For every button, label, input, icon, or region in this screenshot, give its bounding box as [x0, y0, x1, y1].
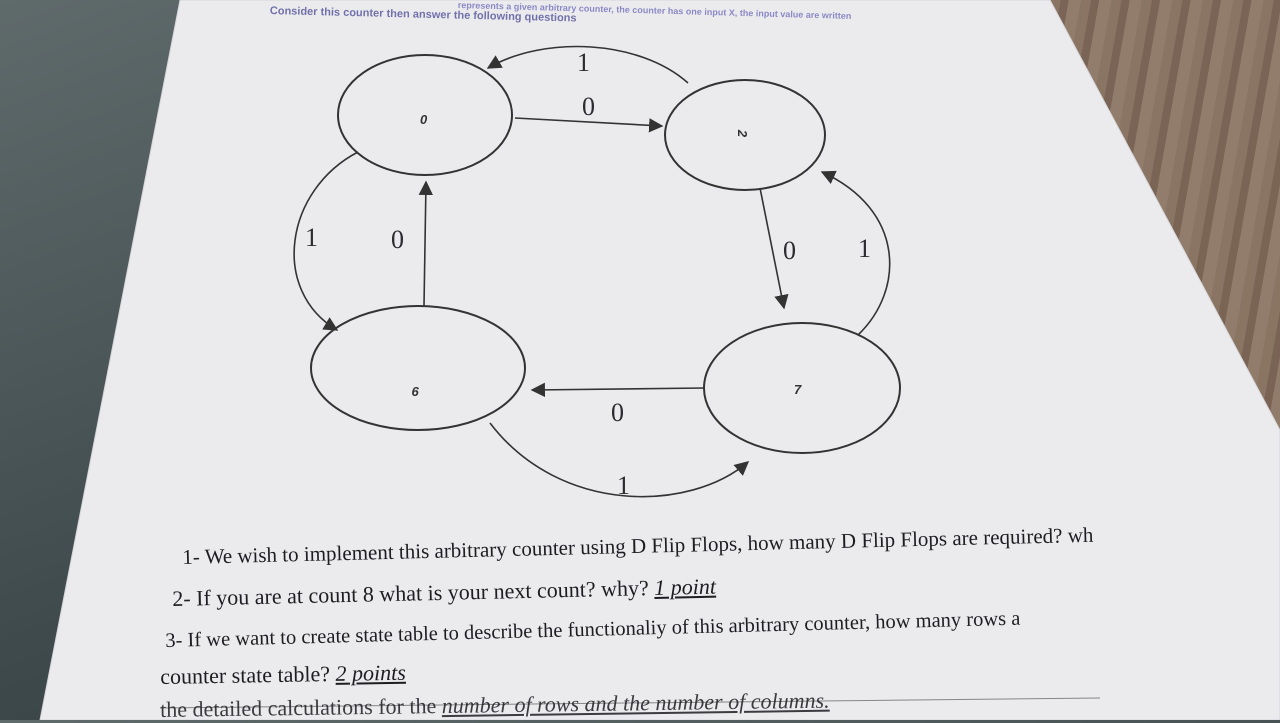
state-label-9: 9	[412, 384, 420, 399]
edge-label-left-inner: 0	[391, 225, 404, 254]
edge-9-to-0	[418, 180, 433, 307]
edge-label-top-inner: 0	[582, 92, 595, 121]
state-label-0: 0	[420, 112, 428, 127]
edge-7-to-2	[820, 170, 891, 336]
question-3-line-2: counter state table? 2 points	[160, 660, 406, 690]
edge-label-top-outer: 1	[577, 48, 590, 77]
edge-label-bottom-outer: 1	[617, 471, 630, 500]
edge-label-bottom-inner: 0	[611, 398, 624, 427]
state-9-circle	[310, 305, 526, 431]
paper-surface	[40, 0, 1280, 720]
edge-7-to-9	[530, 382, 706, 398]
edge-2-to-0	[486, 45, 689, 84]
question-3-text-3-underlined: number of rows and the number of columns…	[441, 687, 830, 719]
state-2-circle	[664, 79, 826, 191]
edge-0-to-9	[293, 151, 359, 331]
question-3-points: 2 points	[335, 659, 407, 686]
edge-label-right-inner: 0	[783, 236, 796, 265]
edge-0-to-2	[514, 117, 664, 133]
edge-label-right-outer: 1	[858, 234, 871, 263]
question-3-text-3: the detailed calculations for the	[160, 693, 437, 722]
edge-9-to-7	[489, 422, 750, 498]
question-2-points: 1 point	[653, 573, 717, 601]
question-3-text-2: counter state table?	[160, 661, 331, 689]
state-label-7: 7	[794, 382, 802, 397]
edge-label-left-outer: 1	[305, 223, 318, 252]
edge-2-to-7	[759, 187, 789, 310]
state-0-circle	[337, 54, 513, 176]
state-label-2: 2	[735, 129, 751, 138]
